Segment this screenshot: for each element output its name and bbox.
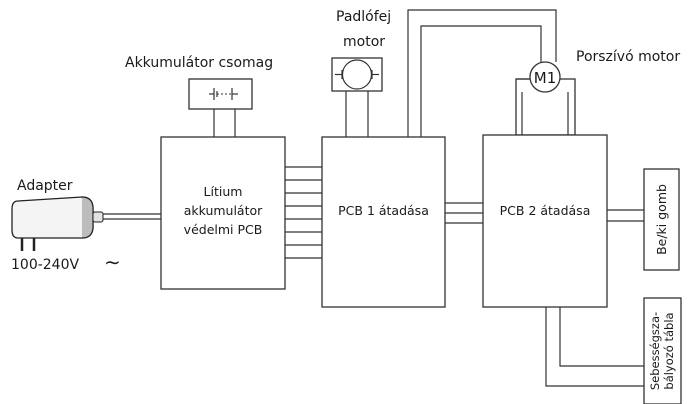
pcb1-block: PCB 1 átadása bbox=[321, 136, 446, 308]
floor-head-motor-label-line1: Padlófej bbox=[336, 9, 391, 25]
protection-pcb-line1: Lítium bbox=[204, 184, 243, 199]
protection-pcb-line2: akkumulátor bbox=[184, 203, 263, 218]
adapter-label: Adapter bbox=[17, 178, 73, 194]
battery-pack bbox=[188, 78, 253, 110]
pcb2-label: PCB 2 átadása bbox=[500, 203, 591, 218]
power-button-block: Be/ki gomb bbox=[643, 168, 680, 271]
pcb1-label: PCB 1 átadása bbox=[338, 203, 429, 218]
floor-head-motor bbox=[331, 57, 383, 92]
speed-board-line2: bályozó tábla bbox=[662, 312, 676, 389]
ac-symbol: ∼ bbox=[104, 250, 121, 274]
protection-pcb-line3: védelmi PCB bbox=[184, 222, 263, 237]
bus-wires-2 bbox=[445, 202, 483, 224]
speed-board-block: Sebességsza- bályozó tábla bbox=[643, 297, 682, 404]
m1-motor-symbol bbox=[529, 61, 561, 93]
battery-icon bbox=[209, 88, 238, 100]
speed-board-line1: Sebességsza- bbox=[648, 312, 662, 390]
pcb2-block: PCB 2 átadása bbox=[482, 134, 608, 308]
power-button-label: Be/ki gomb bbox=[654, 184, 669, 255]
adapter-icon bbox=[11, 196, 104, 251]
vacuum-motor: M1 bbox=[515, 61, 576, 136]
voltage-label: 100-240V bbox=[11, 257, 79, 273]
vacuum-motor-label: Porszívó motor bbox=[576, 49, 680, 65]
bus-wires-1 bbox=[285, 166, 322, 259]
battery-pack-label: Akkumulátor csomag bbox=[125, 55, 273, 71]
floor-head-motor-label-line2: motor bbox=[343, 34, 385, 50]
m1-label: M1 bbox=[534, 69, 557, 87]
protection-pcb-block: Lítium akkumulátor védelmi PCB bbox=[160, 136, 286, 290]
